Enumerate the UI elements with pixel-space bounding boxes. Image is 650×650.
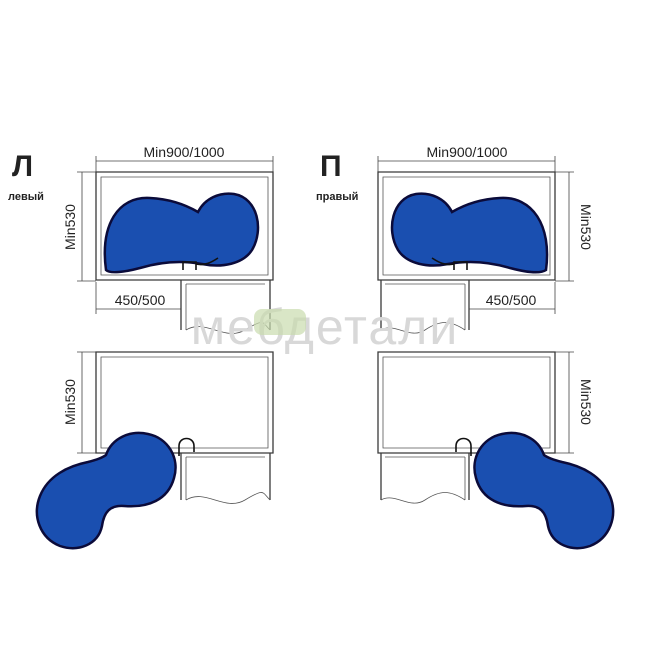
- bl-depth-label: Min530: [62, 379, 78, 425]
- br-shelf: [473, 431, 615, 550]
- tl-depth-label: Min530: [62, 204, 78, 250]
- tl-cabinet-frame: [95, 171, 274, 281]
- tl-width-label: Min900/1000: [144, 144, 225, 160]
- br-hinge-icon: [455, 437, 472, 456]
- tr-adjacent-cabinet: [380, 280, 470, 330]
- tl-door-label: 450/500: [115, 292, 166, 308]
- left-word-label: левый: [8, 191, 44, 203]
- tr-cabinet-frame: [377, 171, 556, 281]
- bl-adjacent-cabinet: [180, 453, 271, 500]
- right-word-label: правый: [316, 191, 358, 203]
- bl-hinge-icon: [178, 437, 195, 456]
- br-depth-label: Min530: [578, 379, 594, 425]
- right-letter-label: П: [320, 150, 342, 183]
- tr-hinge-icon: [431, 257, 468, 270]
- watermark-text: мебдетали: [191, 299, 460, 355]
- tr-door-label: 450/500: [486, 292, 537, 308]
- left-letter-label: Л: [12, 150, 33, 183]
- tl-shelf: [103, 192, 260, 274]
- bl-shelf: [35, 431, 177, 550]
- br-adjacent-cabinet: [380, 453, 470, 500]
- bottom-right-diagram: Min530: [377, 351, 615, 550]
- top-right-diagram: П правый Min900/1000 Min530 450/500: [316, 144, 594, 334]
- tr-shelf: [390, 192, 549, 274]
- tr-width-label: Min900/1000: [427, 144, 508, 160]
- top-left-diagram: Л левый Min900/1000 Min530 450/500: [8, 144, 274, 334]
- br-cabinet-frame: [377, 351, 556, 454]
- watermark: мебдетали: [191, 299, 460, 355]
- bottom-left-diagram: Min530: [35, 351, 274, 550]
- tr-depth-label: Min530: [578, 204, 594, 250]
- tl-hinge-icon: [182, 257, 219, 270]
- bl-cabinet-frame: [95, 351, 274, 454]
- watermark-logo-icon: [254, 309, 306, 335]
